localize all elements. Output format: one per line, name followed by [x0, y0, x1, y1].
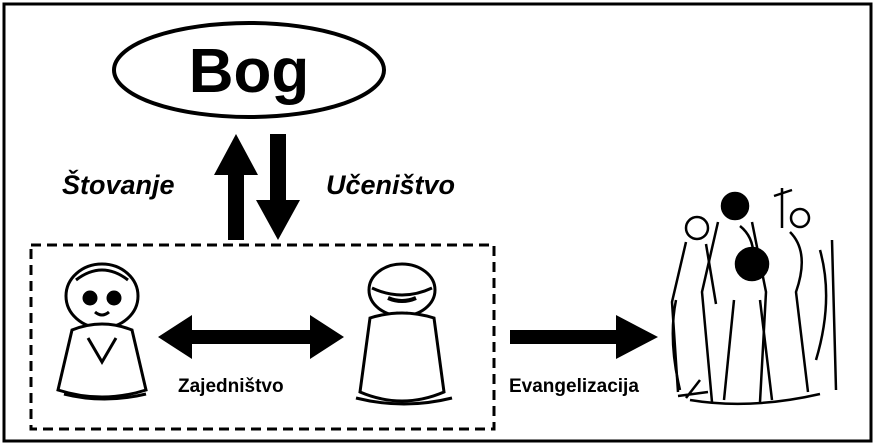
kneeling-person-icon: [355, 262, 453, 406]
fellowship-arrow: [158, 315, 344, 359]
god-node: Bog: [112, 21, 386, 119]
crowd-of-people-icon: [670, 188, 838, 406]
worship-label: Štovanje: [62, 169, 175, 200]
worship-arrow: [214, 134, 258, 240]
church-dashed-box: [29, 243, 496, 431]
discipleship-label: Učeništvo: [326, 170, 455, 200]
praying-person-icon: [56, 262, 148, 401]
evangelism-arrow: [510, 315, 658, 359]
god-label: Bog: [189, 37, 310, 106]
fellowship-label: Zajedništvo: [178, 376, 284, 397]
discipleship-arrow: [256, 134, 300, 240]
evangelism-label: Evangelizacija: [509, 376, 639, 397]
